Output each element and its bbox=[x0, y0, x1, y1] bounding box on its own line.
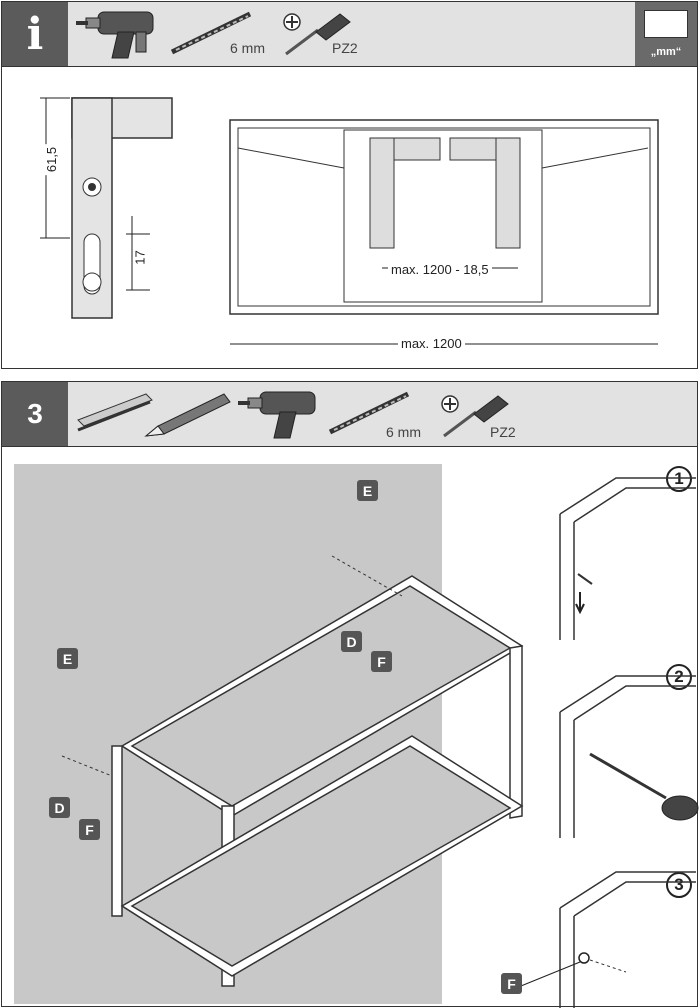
screw-label-left: D bbox=[49, 797, 70, 818]
washer-label-left: F bbox=[79, 819, 100, 840]
step3-panel: 3 6 mm PZ2 bbox=[1, 381, 699, 1008]
detail-step-3: 3 bbox=[666, 872, 692, 898]
step3-drill-bit-size: 6 mm bbox=[386, 424, 421, 440]
info-badge: i bbox=[2, 2, 68, 66]
step3-screwdriver-type: PZ2 bbox=[490, 424, 516, 440]
info-panel: i 6 mm PZ2 „mm“ bbox=[1, 1, 698, 369]
phillips-icon bbox=[441, 395, 459, 413]
screw-label-top: D bbox=[341, 631, 362, 652]
washer-label-top: F bbox=[371, 651, 392, 672]
pencil-icon bbox=[144, 393, 231, 437]
drill-bit-icon bbox=[170, 11, 252, 55]
info-icon: i bbox=[26, 8, 44, 60]
step3-header: 3 6 mm PZ2 bbox=[2, 382, 697, 447]
screwdriver-icon bbox=[443, 395, 509, 438]
drill-bit-icon bbox=[328, 391, 410, 435]
detail-drawing-1 bbox=[559, 477, 696, 640]
folding-rule-icon bbox=[77, 393, 153, 432]
bracket-spacing-dimension: max. 1200 - 18,5 bbox=[388, 262, 492, 277]
info-header: i 6 mm PZ2 „mm“ bbox=[2, 2, 697, 67]
unit-badge: „mm“ bbox=[635, 2, 697, 66]
slot-length-dimension: 17 bbox=[132, 247, 148, 268]
frame-front-drawing bbox=[229, 119, 659, 345]
unit-label: „mm“ bbox=[650, 46, 682, 58]
total-width-dimension: max. 1200 bbox=[398, 336, 465, 351]
phillips-icon bbox=[283, 13, 301, 31]
info-drill-bit-size: 6 mm bbox=[230, 40, 265, 56]
washer-label-detail: F bbox=[501, 973, 522, 994]
drill-icon bbox=[238, 391, 316, 439]
anchor-label-left: E bbox=[57, 648, 78, 669]
unit-symbol bbox=[644, 10, 688, 38]
bracket-height-dimension: 61,5 bbox=[44, 143, 60, 176]
detail-drawing-2 bbox=[559, 675, 699, 838]
detail-drawing-3 bbox=[515, 871, 696, 1008]
drill-icon bbox=[76, 11, 154, 59]
info-screwdriver-type: PZ2 bbox=[332, 40, 358, 56]
anchor-label-top: E bbox=[357, 480, 378, 501]
step3-badge: 3 bbox=[2, 382, 68, 446]
screwdriver-icon bbox=[285, 13, 351, 56]
assembly-drawing bbox=[14, 464, 524, 1004]
bracket-detail-drawing bbox=[40, 97, 173, 319]
